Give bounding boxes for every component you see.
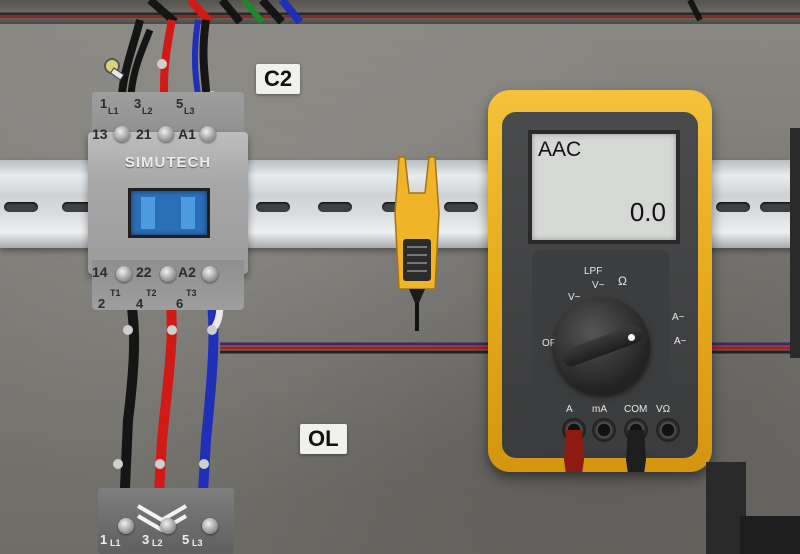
- indicator-bar: [181, 197, 195, 229]
- contactor-brand: SIMUTECH: [124, 154, 212, 171]
- terminal-screw[interactable]: [158, 126, 174, 142]
- terminal-sub-label: L2: [142, 106, 153, 116]
- clamp-probe[interactable]: [389, 153, 445, 333]
- panel-edge: [790, 128, 800, 358]
- terminal-21: 21: [136, 126, 152, 142]
- contactor-tag: C2: [256, 64, 301, 94]
- terminal-label: 3: [142, 532, 150, 547]
- dial-label-vac: V~: [592, 280, 605, 291]
- dial-label-aac: A~: [672, 312, 685, 323]
- panel-bracket: [706, 462, 800, 554]
- terminal-sub-label: L3: [192, 538, 203, 548]
- test-leads: [564, 430, 646, 472]
- jack-label-a: A: [566, 404, 573, 415]
- multimeter[interactable]: AAC 0.0 LPF V~ Ω V~ OFF A~ A~ A mA COM V…: [488, 90, 712, 472]
- terminal-label: 5: [182, 532, 190, 547]
- terminal-label: 1: [100, 96, 108, 111]
- rail-slot: [62, 202, 96, 212]
- overload-relay[interactable]: 1 L1 3 L2 5 L3: [98, 488, 234, 554]
- contactor-indicator-window: [128, 188, 210, 238]
- rotary-selector-knob[interactable]: [554, 298, 650, 394]
- terminal-label: 4: [136, 296, 144, 311]
- rail-slot: [444, 202, 478, 212]
- terminal-screw[interactable]: [202, 266, 218, 282]
- black-test-lead[interactable]: [626, 430, 646, 472]
- rail-slot: [760, 202, 794, 212]
- contactor[interactable]: 1 L1 3 L2 5 L3 13 21 A1 SIMUTECH 14 22 A…: [88, 92, 248, 311]
- terminal-label: 2: [98, 296, 106, 311]
- terminal-label: 6: [176, 296, 184, 311]
- terminal-screw[interactable]: [160, 518, 176, 534]
- terminal-screw[interactable]: [200, 126, 216, 142]
- dial-label-off: OFF: [542, 338, 562, 349]
- tray-wires: [0, 0, 800, 24]
- clamp-probe-icon: [394, 156, 440, 331]
- terminal-a1: A1: [178, 126, 196, 142]
- dial-label-lpf: LPF: [584, 266, 603, 277]
- cable-tray: [0, 0, 800, 24]
- jack-label-v-ohm: VΩ: [656, 404, 671, 415]
- rail-slot: [256, 202, 290, 212]
- terminal-screw[interactable]: [160, 266, 176, 282]
- terminal-sub-label: L2: [152, 538, 163, 548]
- terminal-screw[interactable]: [114, 126, 130, 142]
- terminal-sub-label: L1: [110, 538, 121, 548]
- rail-slot: [716, 202, 750, 212]
- knob-indicator-dot: [628, 334, 635, 341]
- terminal-sub-label: T1: [110, 288, 121, 298]
- overload-tag: OL: [300, 424, 347, 454]
- dial-label-adc: A~: [674, 336, 687, 347]
- red-test-lead[interactable]: [564, 430, 584, 472]
- indicator-bar: [141, 197, 155, 229]
- display-mode: AAC: [538, 138, 582, 161]
- rail-slot: [4, 202, 38, 212]
- terminal-22: 22: [136, 264, 152, 280]
- terminal-14: 14: [92, 264, 108, 280]
- terminal-label: 1: [100, 532, 108, 547]
- screwdriver-icon[interactable]: [102, 56, 130, 82]
- terminal-sub-label: T3: [186, 288, 197, 298]
- jack-label-ma: mA: [592, 404, 607, 415]
- terminal-sub-label: L1: [108, 106, 119, 116]
- terminal-sub-label: L3: [184, 106, 195, 116]
- jack-ma[interactable]: [592, 418, 616, 442]
- terminal-a2: A2: [178, 264, 196, 280]
- jack-label-com: COM: [624, 404, 648, 415]
- dial-label-vdc: V~: [568, 292, 581, 303]
- multimeter-display: AAC 0.0: [528, 130, 680, 244]
- terminal-screw[interactable]: [118, 518, 134, 534]
- rail-slot: [318, 202, 352, 212]
- terminal-sub-label: T2: [146, 288, 157, 298]
- terminal-label: 3: [134, 96, 142, 111]
- dial-label-ohm: Ω: [618, 274, 627, 288]
- jack-v-ohm[interactable]: [656, 418, 680, 442]
- terminal-label: 5: [176, 96, 184, 111]
- terminal-screw[interactable]: [116, 266, 132, 282]
- display-reading: 0.0: [629, 197, 666, 227]
- terminal-screw[interactable]: [202, 518, 218, 534]
- terminal-13: 13: [92, 126, 108, 142]
